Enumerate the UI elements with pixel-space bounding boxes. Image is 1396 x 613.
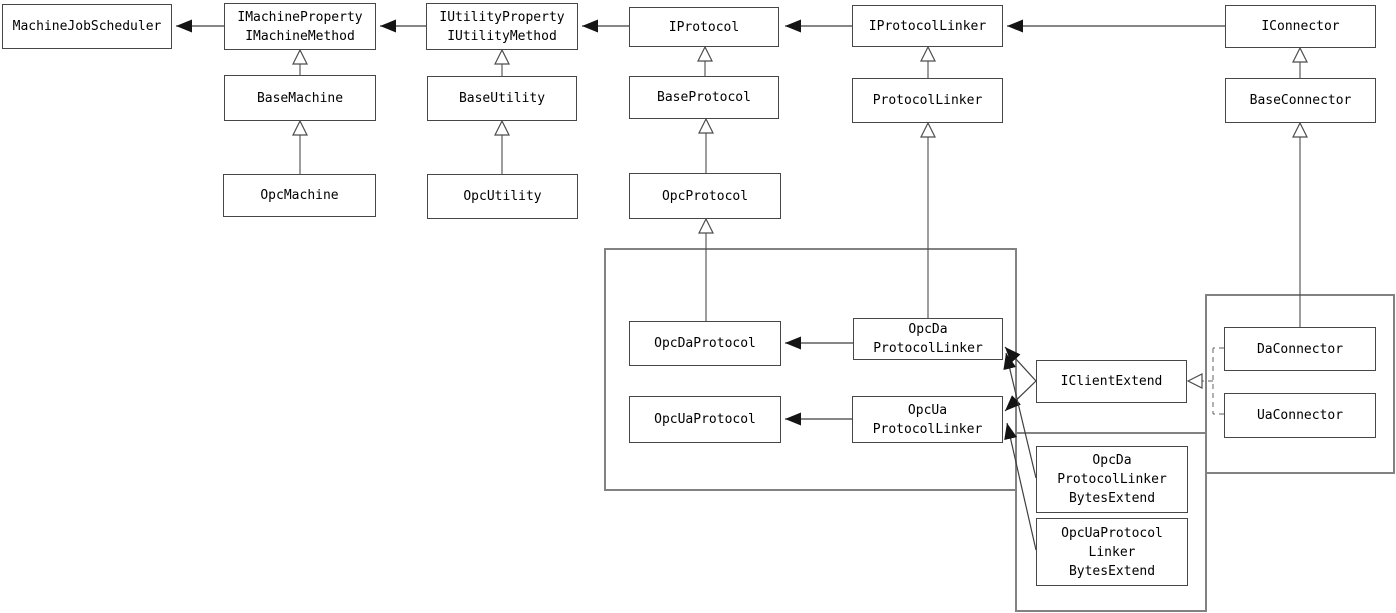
class-label: BaseMachine <box>256 90 344 106</box>
inheritance-triangle-baseprotocol <box>698 117 714 134</box>
container-opc-protocol-group <box>604 248 1017 491</box>
inheritance-triangle-iutility <box>494 48 510 65</box>
class-label: UaConnector <box>1256 408 1344 423</box>
inheritance-triangle-opcprotocol <box>698 217 714 234</box>
inheritance-triangle-iprotocollinker <box>920 45 936 62</box>
class-label: OpcUa <box>907 402 948 418</box>
class-box-ua-connector: UaConnector <box>1224 393 1376 438</box>
inheritance-triangle-iconnector <box>1292 46 1308 63</box>
class-box-protocol-linker: ProtocolLinker <box>852 78 1003 123</box>
class-label: BaseProtocol <box>657 90 751 105</box>
edge-opcuabytesextend-to-opcualinker <box>1004 422 1037 551</box>
class-label: OpcUaProtocol <box>1061 525 1163 541</box>
class-label: IConnector <box>1261 19 1340 34</box>
class-box-iutility-property-method: IUtilityProperty IUtilityMethod <box>426 3 578 50</box>
class-box-opc-protocol: OpcProtocol <box>629 173 781 219</box>
class-label: IProtocolLinker <box>868 18 987 34</box>
class-label: IProtocol <box>668 19 740 35</box>
class-box-opc-ua-protocol-linker-bytes-extend: OpcUaProtocol Linker BytesExtend <box>1036 518 1188 586</box>
class-box-machine-job-scheduler: MachineJobScheduler <box>2 4 172 49</box>
class-label: BytesExtend <box>1068 491 1156 506</box>
class-label: OpcMachine <box>260 188 339 203</box>
inheritance-triangle-basemachine <box>292 119 308 136</box>
class-label: ProtocolLinker <box>872 93 983 108</box>
class-label: OpcDaProtocol <box>654 336 756 351</box>
class-label: DaConnector <box>1256 341 1344 357</box>
class-label: OpcUtility <box>463 189 542 204</box>
class-label: IClientExtend <box>1060 374 1163 389</box>
inheritance-triangle-iprotocol <box>697 45 713 62</box>
class-box-base-protocol: BaseProtocol <box>629 76 779 119</box>
class-box-iprotocol: IProtocol <box>629 7 779 47</box>
class-box-base-connector: BaseConnector <box>1225 78 1376 123</box>
edge-opcdabytesextend-to-opcdalinker <box>1003 352 1037 479</box>
class-label: OpcDa <box>908 322 948 337</box>
class-label: OpcProtocol <box>661 188 749 204</box>
class-box-opc-da-protocol-linker-bytes-extend: OpcDa ProtocolLinker BytesExtend <box>1036 446 1188 513</box>
inheritance-triangle-baseconnector <box>1292 121 1308 138</box>
edge-iclientextend-to-opcualinker <box>1004 380 1037 412</box>
class-box-opc-ua-protocol-linker: OpcUa ProtocolLinker <box>852 396 1003 443</box>
class-box-opc-da-protocol-linker: OpcDa ProtocolLinker <box>853 318 1003 360</box>
class-label: BaseUtility <box>458 91 546 106</box>
inheritance-triangle-baseutility <box>494 119 510 136</box>
class-label: IUtilityProperty <box>439 9 565 25</box>
class-label: BytesExtend <box>1068 563 1156 579</box>
class-box-imachine-property-method: IMachineProperty IMachineMethod <box>224 3 376 50</box>
class-box-opc-da-protocol: OpcDaProtocol <box>629 321 781 366</box>
inheritance-triangle-protocollinker <box>920 121 936 138</box>
class-box-iprotocol-linker: IProtocolLinker <box>852 5 1003 47</box>
container-bytes-extend-group <box>1015 432 1207 612</box>
class-box-iconnector: IConnector <box>1225 5 1376 48</box>
class-box-opc-utility: OpcUtility <box>427 174 578 219</box>
class-label: ProtocolLinker <box>1057 472 1167 487</box>
edge-connectors-to-iclientextend-dashed <box>1202 347 1224 415</box>
inheritance-triangle-imachine <box>292 48 308 65</box>
class-box-iclient-extend: IClientExtend <box>1036 360 1187 403</box>
class-box-opc-ua-protocol: OpcUaProtocol <box>629 396 781 443</box>
class-box-base-utility: BaseUtility <box>427 76 577 121</box>
edge-iclientextend-to-opcdalinker <box>1004 346 1037 382</box>
class-label: ProtocolLinker <box>872 421 983 437</box>
class-label: BaseConnector <box>1249 93 1352 108</box>
class-box-base-machine: BaseMachine <box>224 75 376 121</box>
class-label: OpcUaProtocol <box>654 412 756 427</box>
class-label: IMachineProperty <box>237 9 363 25</box>
class-label: IMachineMethod <box>245 28 355 44</box>
class-label: IUtilityMethod <box>447 28 557 44</box>
class-label: MachineJobScheduler <box>12 19 162 34</box>
class-label: ProtocolLinker <box>873 341 983 356</box>
class-label: OpcDa <box>1092 453 1132 468</box>
class-label: Linker <box>1088 544 1136 560</box>
class-box-opc-machine: OpcMachine <box>223 174 376 217</box>
class-box-da-connector: DaConnector <box>1224 327 1376 371</box>
realization-triangle-iclientextend <box>1186 373 1203 389</box>
